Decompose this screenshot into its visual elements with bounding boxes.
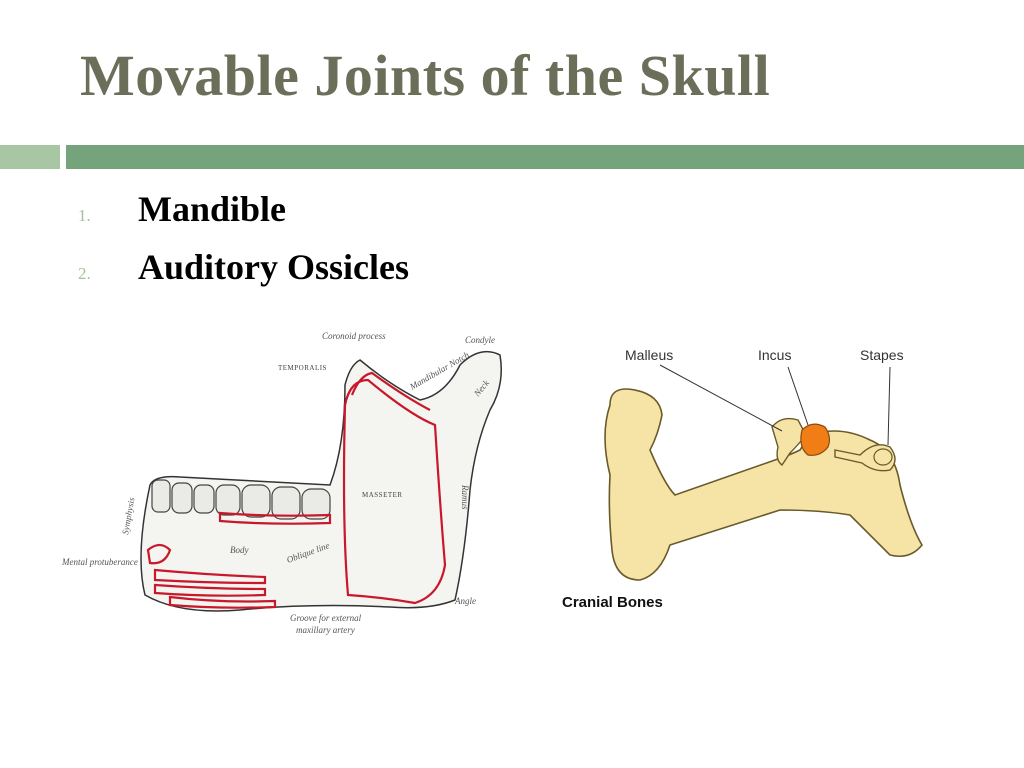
label-coronoid: Coronoid process [322,331,386,341]
title-rule [66,145,1024,169]
list-item: 1. Mandible [78,188,409,246]
label-groove-line1: Groove for external [290,613,362,623]
label-angle: Angle [454,596,476,606]
label-stapes: Stapes [860,347,904,363]
label-malleus: Malleus [625,347,673,363]
auditory-ossicles-diagram: Malleus Incus Stapes Cranial Bones [562,347,923,611]
mandible-diagram: Coronoid process TEMPORALIS Condyle Mand… [61,331,502,635]
incus-bone [800,423,831,456]
list-item-text: Mandible [138,189,287,229]
figure-caption: Cranial Bones [562,594,663,611]
title-rule-accent [0,145,60,169]
masseter-attachment [342,378,447,605]
list-item-text: Auditory Ossicles [138,247,410,287]
label-symphysis: Symphysis [120,496,136,535]
label-incus: Incus [758,347,791,363]
label-body: Body [230,545,249,555]
label-mental-protuberance: Mental protuberance [61,557,138,567]
label-temporalis: TEMPORALIS [278,364,327,372]
teeth [151,479,331,520]
mandible-outline [140,350,502,612]
slide-title: Movable Joints of the Skull [80,43,771,108]
joint-list: 1. Mandible 2. Auditory Ossicles [78,188,409,304]
list-number: 2. [78,264,91,283]
label-condyle: Condyle [465,335,495,345]
temporalis-attachment [350,371,431,411]
label-groove-line2: maxillary artery [296,625,355,635]
muscle-attachments [146,371,447,609]
list-number: 1. [78,206,91,225]
leader-lines [659,364,891,446]
label-ramus: Ramus [460,484,470,510]
list-item: 2. Auditory Ossicles [78,246,409,304]
label-masseter: MASSETER [362,491,403,499]
ear-canal-bone [604,388,923,581]
